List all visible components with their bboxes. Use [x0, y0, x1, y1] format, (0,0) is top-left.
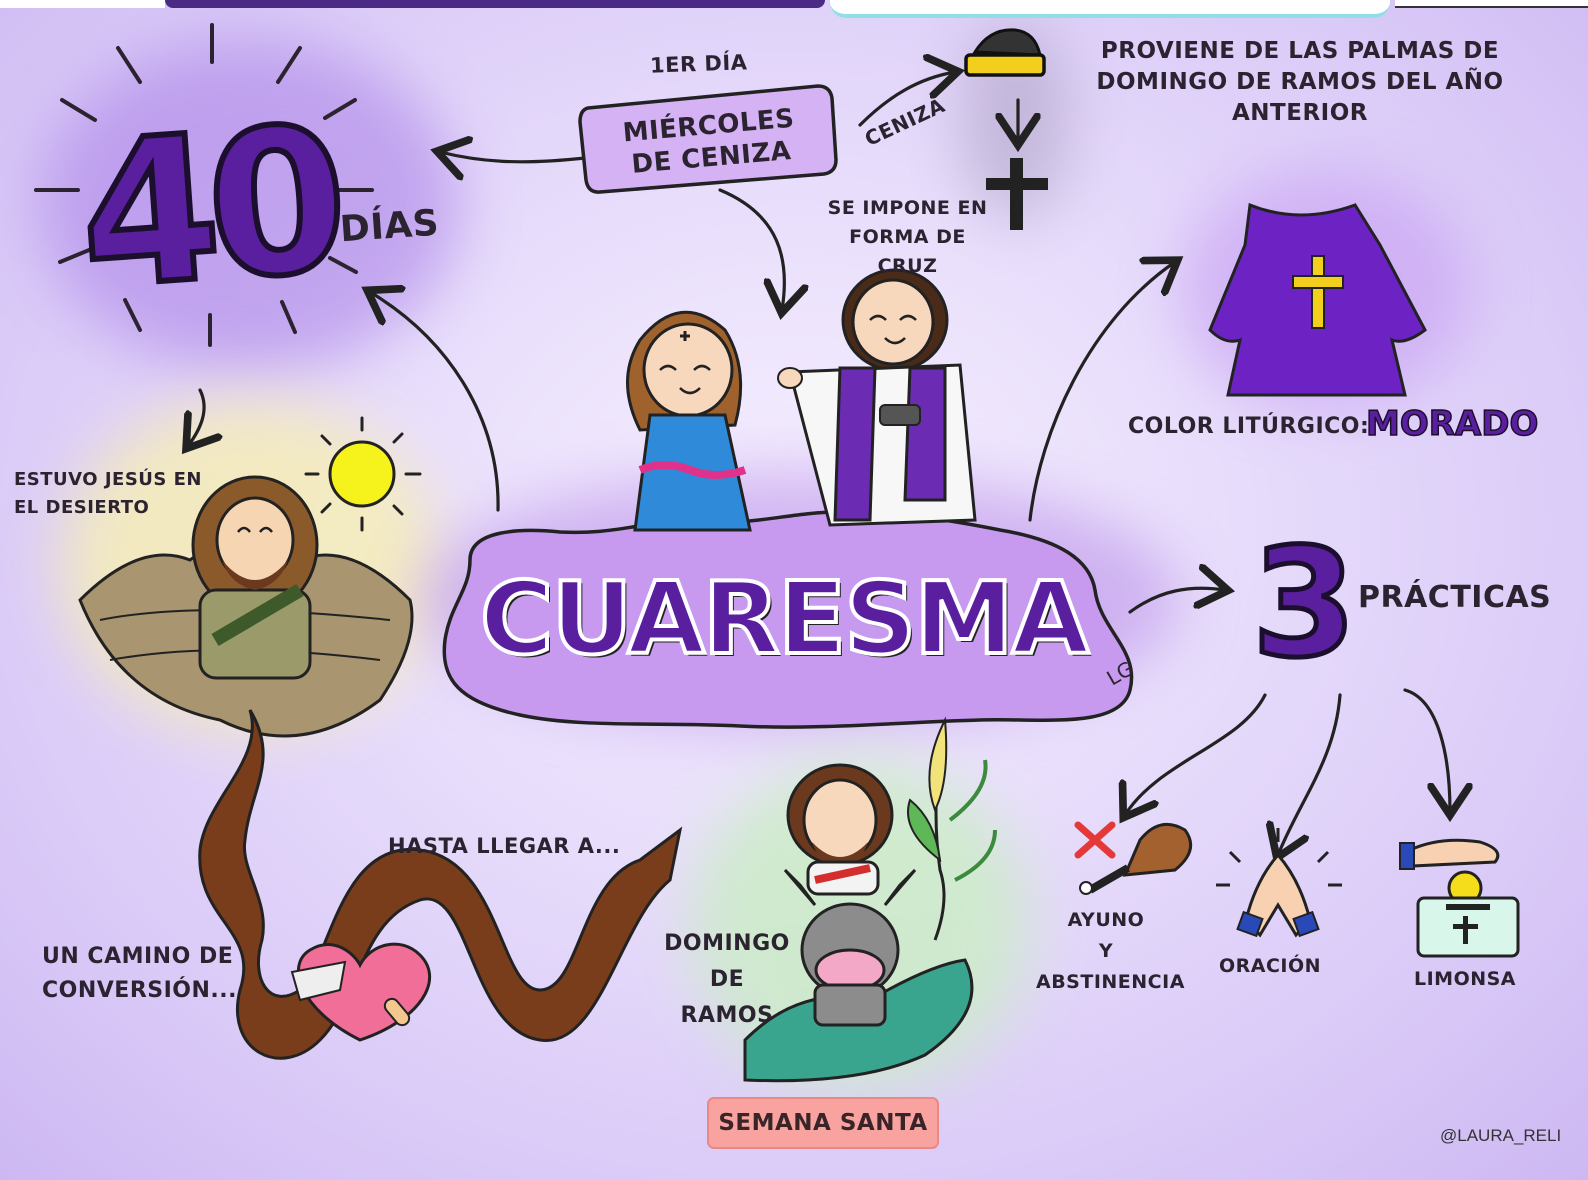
- girl-figure: [626, 310, 752, 532]
- practice-fasting-line1: Ayuno: [1067, 909, 1145, 931]
- practice-fasting-line2: y: [1098, 940, 1114, 962]
- holy-week-label: Semana Santa: [718, 1110, 928, 1136]
- winding-road: [198, 709, 683, 1060]
- svg-text:3: 3: [1252, 517, 1356, 691]
- top-strip: [0, 0, 1588, 18]
- desert-label: Estuvo Jesús en el desierto: [14, 469, 203, 518]
- liturgical-color-label: Color litúrgico:: [1128, 414, 1370, 439]
- forty-days-label: Días: [338, 202, 441, 251]
- palm-icon: [907, 716, 997, 941]
- forty-number-art: 40: [70, 81, 349, 337]
- ashes-origin-text: Proviene de las palmas de domingo de ram…: [1096, 38, 1504, 126]
- cross-icon: [986, 158, 1048, 230]
- practices-label: Prácticas: [1358, 580, 1552, 615]
- practice-fasting: Ayuno y abstinencia: [1036, 905, 1185, 998]
- ash-bowl-icon: [964, 28, 1046, 77]
- heart-icon: [290, 942, 432, 1042]
- arrows: [188, 72, 1450, 855]
- coin-box-icon: [1399, 838, 1520, 958]
- chasuble-icon: [1208, 202, 1427, 397]
- ash-wednesday-box: [578, 84, 838, 194]
- three-number-art: 3: [1250, 515, 1359, 694]
- practice-almsgiving: Limonsa: [1413, 968, 1517, 990]
- praying-hands-icon: [1216, 828, 1342, 938]
- palm-sunday-label: Domingo de Ramos: [664, 931, 790, 1028]
- forty-number: 40: [95, 88, 97, 89]
- practice-fasting-line3: abstinencia: [1036, 971, 1185, 993]
- drumstick-icon: [1074, 821, 1193, 895]
- priest-figure: [777, 268, 977, 527]
- title-cuaresma: CUARESMA: [478, 558, 1091, 679]
- jesus-desert-figure: [191, 475, 319, 680]
- practices-number: 3: [1252, 560, 1253, 561]
- cross-imposed-text: Se impone en forma de cruz: [827, 197, 988, 277]
- holy-week-box: [707, 1097, 939, 1149]
- liturgical-color-value: Morado: [1365, 403, 1539, 445]
- sun-icon: [304, 416, 422, 532]
- credit-handle: @LAURA_RELI: [1440, 1126, 1562, 1145]
- forty-rays: [34, 23, 374, 347]
- until-label: Hasta llegar a...: [388, 834, 621, 858]
- practice-prayer: Oración: [1218, 955, 1322, 977]
- donkey-icon: [743, 763, 974, 1083]
- first-day-label: 1er día: [649, 50, 748, 78]
- svg-text:40: 40: [73, 84, 346, 334]
- path-label: Un camino de conversión...: [42, 944, 237, 1003]
